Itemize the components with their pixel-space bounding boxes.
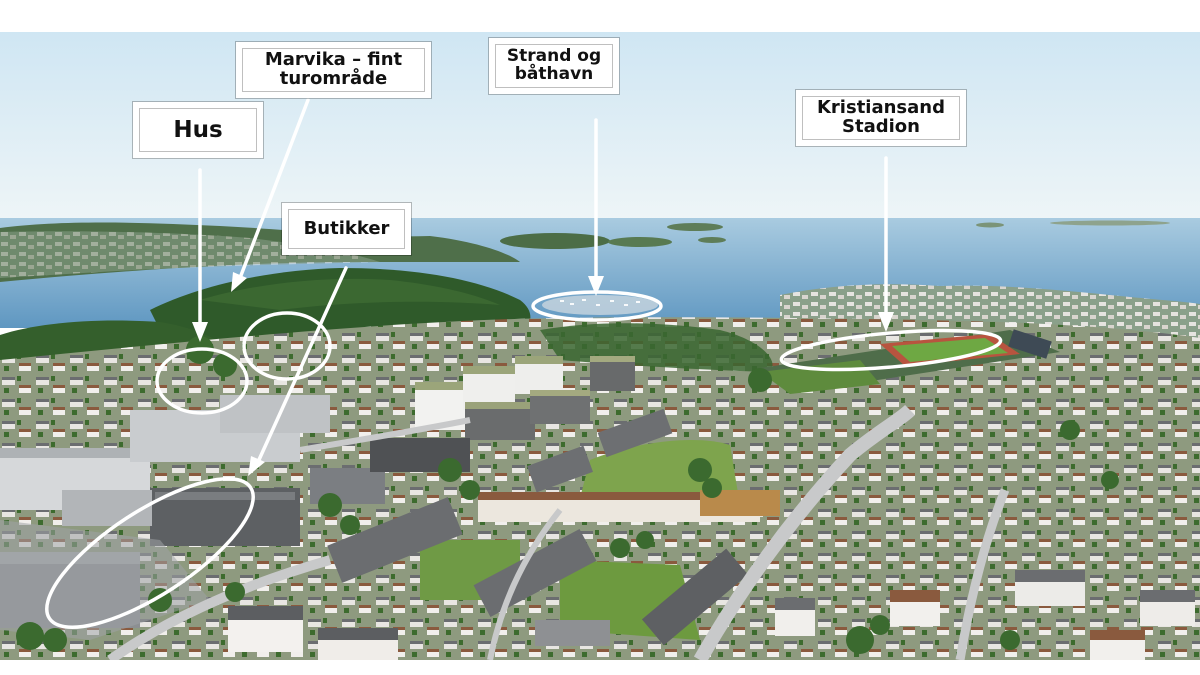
annotation-arrows bbox=[198, 98, 888, 464]
top-band bbox=[0, 0, 1200, 32]
apartment-blocks bbox=[415, 356, 635, 440]
strand-ellipse bbox=[531, 290, 663, 322]
island bbox=[608, 237, 672, 247]
roads bbox=[107, 404, 1010, 665]
label-stadion: Kristiansand Stadion bbox=[796, 90, 966, 146]
label-marvika: Marvika – fint turområde bbox=[236, 42, 431, 98]
label-hus: Hus bbox=[133, 102, 263, 158]
butikker-ellipse bbox=[45, 477, 255, 629]
label-strand-text: Strand og båthavn bbox=[506, 46, 602, 84]
label-hus-text: Hus bbox=[173, 116, 223, 143]
label-butikker-text: Butikker bbox=[303, 217, 390, 239]
arrow-heads bbox=[192, 272, 894, 476]
kristiansand-stadion bbox=[760, 329, 1060, 394]
stadion-ellipse bbox=[779, 328, 1003, 372]
trees bbox=[16, 336, 1119, 654]
label-butikker: Butikker bbox=[282, 203, 411, 255]
label-stadion-text: Kristiansand Stadion bbox=[816, 97, 945, 137]
label-strand: Strand og båthavn bbox=[489, 38, 619, 94]
foreground-houses bbox=[228, 570, 1195, 660]
row-houses bbox=[327, 408, 780, 646]
bottom-band bbox=[0, 660, 1200, 675]
marvika-ellipse bbox=[242, 311, 332, 381]
marina-boats bbox=[560, 299, 640, 306]
annotation-ellipses bbox=[45, 290, 1003, 629]
island bbox=[698, 237, 726, 243]
hus-ellipse bbox=[155, 347, 249, 415]
forest-highlight bbox=[200, 278, 500, 310]
island bbox=[500, 233, 610, 249]
island bbox=[976, 222, 1004, 228]
label-marvika-text: Marvika – fint turområde bbox=[264, 49, 403, 89]
island bbox=[667, 223, 723, 231]
island bbox=[1050, 220, 1170, 226]
